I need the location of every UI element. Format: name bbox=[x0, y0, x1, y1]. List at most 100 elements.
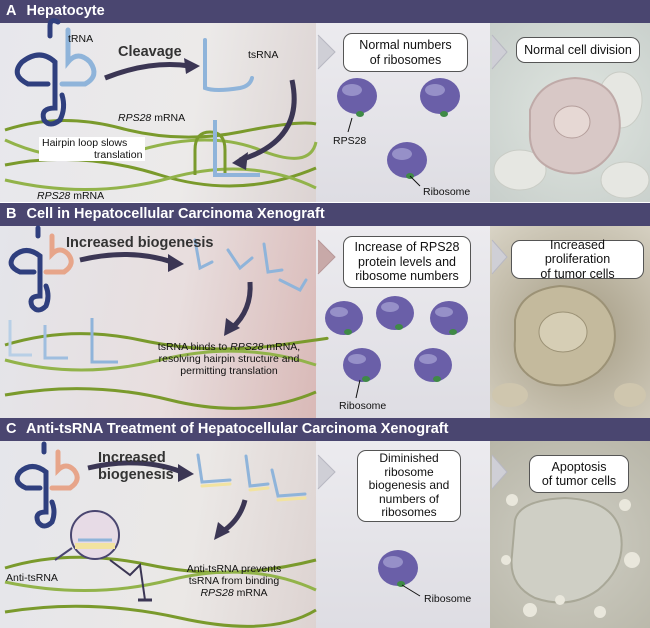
label-line: biogenesis bbox=[98, 467, 174, 483]
gene-name: RPS28 bbox=[118, 112, 152, 124]
ribosome-label: Ribosome bbox=[423, 186, 471, 198]
biogenesis-label: Increased biogenesis bbox=[66, 235, 214, 251]
box-line: of tumor cells bbox=[541, 474, 617, 488]
section-title: Anti-tsRNA Treatment of Hepatocellular C… bbox=[25, 421, 449, 437]
description-line: tsRNA from binding bbox=[188, 575, 280, 587]
box-line: numbers of bbox=[378, 491, 439, 506]
trna-icon bbox=[14, 18, 97, 127]
tsrna-label: tsRNA bbox=[248, 49, 279, 61]
box-line: Increased proliferation bbox=[544, 237, 611, 267]
magnifier-circle bbox=[70, 510, 120, 560]
box-line: ribosome numbers bbox=[355, 269, 459, 284]
text-fragment: mRNA, bbox=[263, 341, 301, 353]
binding-arrow bbox=[220, 499, 248, 535]
mrna-suffix: mRNA bbox=[70, 190, 105, 202]
arrow-head bbox=[232, 152, 248, 170]
magnifier-handle bbox=[54, 547, 73, 561]
mrna-strand bbox=[4, 555, 317, 574]
box-line: Normal cell division bbox=[524, 42, 632, 57]
ribosome-icon bbox=[325, 301, 363, 335]
arrow-head bbox=[214, 522, 230, 540]
ribosome-icon bbox=[387, 142, 427, 179]
arrow-head bbox=[184, 58, 200, 74]
section-title: Hepatocyte bbox=[26, 3, 105, 19]
description-line: resolving hairpin structure and bbox=[158, 353, 300, 365]
text-fragment: tsRNA binds to bbox=[157, 341, 231, 353]
binding-description: tsRNA binds to RPS28 mRNA, resolving hai… bbox=[140, 341, 318, 377]
section-c-left-panel bbox=[0, 441, 316, 628]
chevron-right-icon bbox=[491, 239, 508, 275]
section-letter: B bbox=[6, 206, 17, 222]
arrow-head bbox=[224, 318, 240, 336]
tsrna-docked bbox=[8, 318, 118, 364]
description-line: RPS28 mRNA bbox=[170, 587, 298, 599]
mrna-label: RPS28 mRNA bbox=[118, 112, 185, 124]
chevron-right-icon bbox=[317, 454, 336, 490]
rps28-label: RPS28 bbox=[333, 135, 367, 147]
box-line: ribosome bbox=[384, 464, 434, 479]
label-line: Increased bbox=[98, 450, 166, 466]
ribosome-icon bbox=[376, 296, 414, 330]
mrna-strand bbox=[4, 387, 317, 410]
apoptotic-cell-illustration bbox=[501, 481, 640, 618]
description-line: permitting translation bbox=[180, 365, 278, 377]
tsrna-fragments bbox=[193, 238, 308, 292]
ribosome-icon bbox=[420, 78, 460, 117]
arrow-head bbox=[168, 254, 184, 272]
description-line: Anti-tsRNA prevents bbox=[186, 563, 282, 575]
section-b-header: B Cell in Hepatocellular Carcinoma Xenog… bbox=[0, 203, 650, 226]
gene-name: RPS28 bbox=[37, 190, 71, 202]
tumor-cell-illustration bbox=[492, 284, 646, 407]
mrna-strand bbox=[4, 604, 317, 628]
box-line: Diminished bbox=[379, 451, 439, 466]
box-line: biogenesis and bbox=[368, 478, 450, 493]
leader-line bbox=[409, 175, 421, 187]
tsrna-icon bbox=[203, 38, 254, 92]
section-a-header: A Hepatocyte bbox=[0, 0, 650, 23]
trna-label: tRNA bbox=[68, 33, 94, 45]
ribosome-group bbox=[325, 296, 468, 382]
box-line: protein levels and bbox=[358, 254, 456, 269]
hairpin-line: Hairpin loop slows bbox=[42, 137, 128, 149]
trna-icon bbox=[14, 441, 80, 529]
prevention-description: Anti-tsRNA prevents tsRNA from binding R… bbox=[170, 563, 298, 599]
cell-outcome-box: Normal cell division bbox=[516, 37, 640, 63]
chevron-right-icon bbox=[491, 34, 508, 70]
section-letter: C bbox=[6, 421, 17, 437]
chevron-right-icon bbox=[491, 454, 508, 490]
box-line: ribosomes bbox=[381, 505, 437, 520]
box-line: Apoptosis bbox=[551, 459, 607, 474]
arrow-head bbox=[178, 464, 194, 482]
ribosome-icon bbox=[430, 301, 468, 335]
normal-cell-illustration bbox=[493, 71, 650, 199]
section-title: Cell in Hepatocellular Carcinoma Xenogra… bbox=[26, 206, 325, 222]
inhibition-line bbox=[109, 559, 146, 601]
tsrna-docked bbox=[213, 120, 260, 177]
description-line: tsRNA binds to RPS28 mRNA, bbox=[140, 341, 318, 353]
ribosome-label: Ribosome bbox=[424, 593, 472, 605]
ribosome-icon bbox=[343, 348, 381, 382]
chevron-right-icon bbox=[317, 239, 336, 275]
ribosome-icon bbox=[337, 78, 377, 117]
section-letter: A bbox=[6, 3, 17, 19]
box-line: of ribosomes bbox=[369, 52, 442, 67]
leader-line bbox=[347, 117, 353, 133]
mrna-label: RPS28 mRNA bbox=[37, 190, 104, 202]
cleavage-arrow bbox=[104, 62, 191, 81]
ribosome-icon bbox=[378, 550, 418, 587]
hairpin-label: Hairpin loop slows translation bbox=[39, 137, 146, 161]
cleavage-label: Cleavage bbox=[118, 44, 182, 60]
mrna-suffix: mRNA bbox=[151, 112, 186, 124]
biogenesis-arrow bbox=[87, 460, 183, 475]
mrna-strand bbox=[4, 349, 317, 372]
section-c-header: C Anti-tsRNA Treatment of Hepatocellular… bbox=[0, 418, 650, 441]
mrna-strand bbox=[4, 167, 317, 192]
biogenesis-label: Increased biogenesis bbox=[98, 450, 174, 484]
